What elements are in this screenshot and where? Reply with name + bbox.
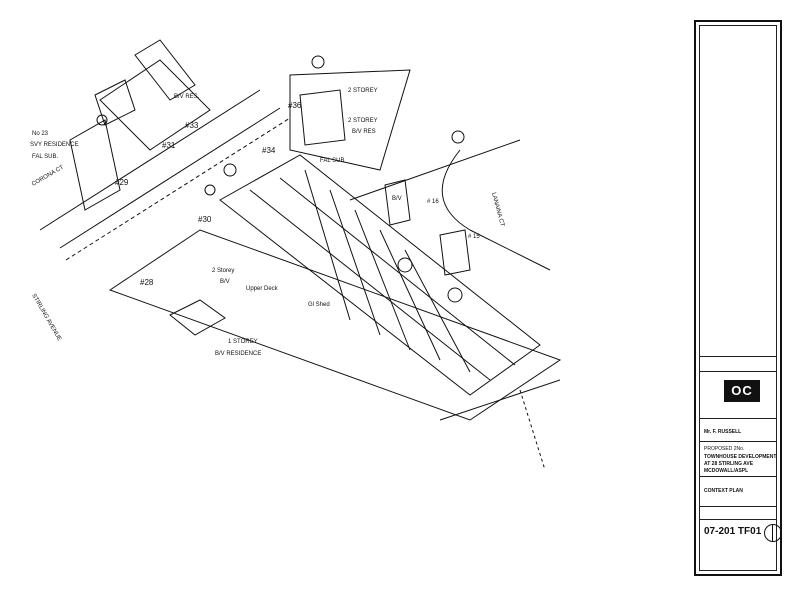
svg-text:B/V: B/V — [220, 279, 230, 285]
road-edge-north — [39, 89, 261, 231]
svg-text:B/V RES: B/V RES — [352, 129, 376, 135]
lot-36-outline — [289, 69, 411, 171]
svg-text:B/V: B/V — [392, 196, 402, 202]
north-arrow-icon — [764, 524, 782, 542]
svg-text:B/V RESIDENCE: B/V RESIDENCE — [215, 351, 261, 357]
lot-33-outline — [99, 59, 211, 151]
svg-text:No 23: No 23 — [32, 131, 49, 137]
svg-text:2 Storey: 2 Storey — [212, 268, 234, 274]
svg-text:#28: #28 — [140, 278, 154, 287]
client-name: Mr. F. RUSSELL — [704, 429, 742, 435]
subdivision-boundary — [219, 154, 541, 396]
project-heading: PROPOSED 2No. — [704, 446, 745, 452]
lot-28-boundary — [108, 229, 562, 421]
svg-text:2 STOREY: 2 STOREY — [348, 118, 378, 124]
street-corona: CORONA CT — [31, 165, 65, 188]
svg-text:# 15: # 15 — [468, 234, 480, 240]
svg-text:#33: #33 — [185, 121, 199, 130]
firm-logo: OC — [724, 380, 760, 402]
svg-text:#29: #29 — [115, 178, 129, 187]
svg-text:#30: #30 — [198, 215, 212, 224]
title-block: OC Mr. F. RUSSELL PROPOSED 2No. TOWNHOUS… — [694, 20, 782, 576]
svg-text:1 STOREY: 1 STOREY — [228, 339, 258, 345]
svg-text:# 16: # 16 — [427, 199, 439, 205]
sheet-number: 07-201 TF01 — [704, 526, 762, 537]
drawing-title: CONTEXT PLAN — [704, 488, 743, 494]
svg-text:#34: #34 — [262, 146, 276, 155]
svg-text:B/V RES.: B/V RES. — [174, 94, 200, 100]
street-lanaina: LANAINA CT — [490, 192, 505, 228]
svg-text:#31: #31 — [162, 141, 176, 150]
svg-text:2 STOREY: 2 STOREY — [348, 88, 378, 94]
shed-28 — [169, 299, 226, 336]
lot-29-building — [69, 119, 121, 211]
svg-text:Gl Shed: Gl Shed — [308, 302, 330, 308]
site-context-plan: CORONA CT LANAINA CT STIRLING AVENUE No … — [30, 39, 562, 471]
lot-16-building — [384, 179, 411, 226]
cul-de-sac — [441, 149, 471, 231]
svg-text:FAL SUB: FAL SUB — [320, 158, 344, 164]
svg-text:Upper Deck: Upper Deck — [246, 286, 279, 292]
svg-text:FAL SUB.: FAL SUB. — [32, 154, 58, 160]
svg-text:SVY RESIDENCE: SVY RESIDENCE — [30, 142, 79, 148]
lot-15-building — [439, 229, 471, 276]
svg-text:#36: #36 — [288, 101, 302, 110]
road-edge-south — [59, 107, 281, 249]
stirling-avenue: STIRLING AVENUE — [30, 293, 62, 342]
